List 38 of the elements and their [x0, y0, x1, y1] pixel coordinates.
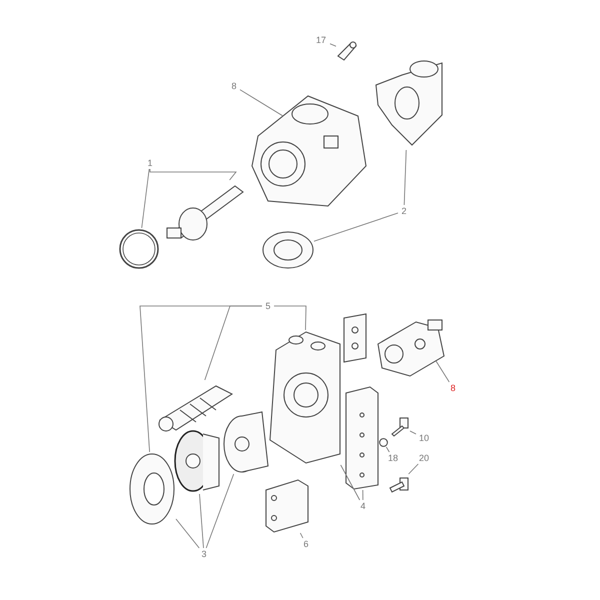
callout-number: 18 — [385, 452, 401, 464]
leader-line — [436, 360, 450, 382]
leader-line — [410, 430, 416, 434]
bolt-drawing — [390, 416, 410, 436]
leader-line — [408, 464, 419, 474]
leader-line — [206, 474, 234, 548]
valve-block-drawing — [344, 385, 380, 490]
leader-line — [199, 494, 204, 548]
callout-number: 10 — [416, 432, 432, 444]
callout-number: 4 — [357, 500, 369, 512]
leader-line — [404, 150, 407, 206]
seal-plate-drawing — [262, 230, 314, 270]
callout-number: 8 — [448, 382, 458, 394]
callout-number: 5 — [262, 300, 274, 312]
leader-line — [300, 532, 304, 538]
leader-line — [150, 168, 237, 180]
leader-line — [141, 168, 150, 228]
callout-number: 6 — [300, 538, 312, 550]
leader-line — [176, 518, 200, 548]
leader-line — [386, 446, 390, 452]
leader-line — [314, 212, 398, 242]
leader-line — [140, 306, 262, 452]
callout-number: 20 — [416, 452, 432, 464]
piston-retainer-drawing — [173, 428, 221, 494]
snap-ring-drawing — [118, 228, 160, 270]
thrust-washer-drawing — [128, 452, 176, 526]
fitting-drawing — [336, 40, 358, 62]
leader-line — [240, 89, 284, 116]
callout-number: 3 — [198, 548, 210, 560]
callout-number: 2 — [398, 205, 410, 217]
callout-number: 8 — [228, 80, 240, 92]
o-ring-drawing — [379, 438, 388, 447]
leader-line — [362, 490, 364, 500]
leader-line — [340, 464, 360, 500]
leader-line — [274, 306, 306, 330]
callout-number: 1 — [144, 157, 156, 169]
callout-number: 17 — [312, 34, 330, 46]
leader-line — [330, 43, 336, 47]
